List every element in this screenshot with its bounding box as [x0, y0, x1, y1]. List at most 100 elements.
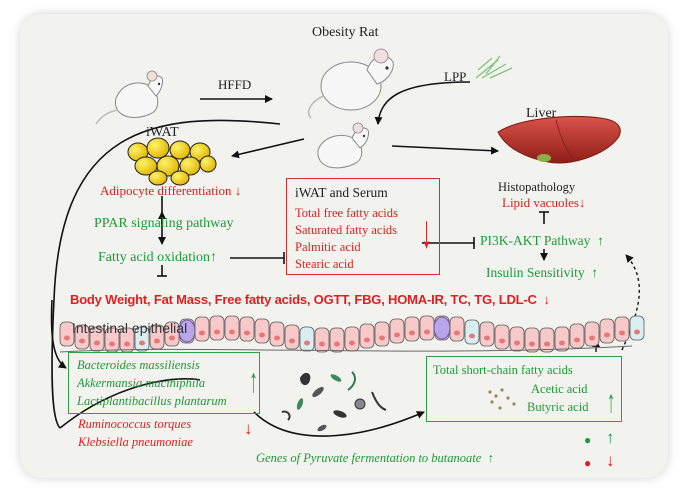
epithelial-cell [539, 327, 555, 353]
epithelial-cell [239, 316, 255, 342]
cell-nucleus [424, 329, 430, 335]
cell-nucleus [259, 332, 265, 338]
legend-red-dot-icon: ● [584, 456, 592, 470]
cell-nucleus [139, 340, 145, 346]
epithelial-cell [404, 316, 420, 342]
epithelial-cell [524, 327, 540, 353]
epithelial-cell [59, 321, 75, 347]
legend-green-dot-icon: ● [584, 433, 592, 447]
scfa-molecules-icon [488, 388, 516, 410]
up-arrow-icon: ↑ [607, 383, 615, 419]
epithelial-cell [599, 318, 615, 344]
cell-nucleus [499, 338, 505, 344]
rat-icon-small [95, 70, 163, 125]
epithelial-cell [314, 327, 330, 353]
bacteria-down-item: Klebsiella pneumoniae [78, 435, 193, 449]
down-arrow-icon: ↓ [578, 195, 586, 210]
cell-nucleus [409, 330, 415, 336]
cell-nucleus [244, 330, 250, 336]
up-arrow-icon: ↑ [591, 265, 599, 280]
cell-nucleus [289, 338, 295, 344]
cell-nucleus [394, 332, 400, 338]
label-intestinal-epithelial: Intestinal epithelial [72, 320, 188, 336]
scfa-title: Total short-chain fatty acids [433, 363, 573, 377]
epithelial-cell [584, 321, 600, 347]
legend-up-arrow-icon: ↑ [606, 428, 615, 447]
epithelial-cell [449, 316, 465, 342]
label-fatty-acid-oxidation: Fatty acid oxidation↑ [98, 250, 217, 265]
cell-nucleus [109, 341, 115, 347]
cell-nucleus [484, 335, 490, 341]
epithelial-cell [464, 319, 480, 345]
label-histopathology: Histopathology [498, 180, 576, 194]
label-lipid-vacuoles: Lipid vacuoles↓ [502, 195, 586, 210]
serum-box: iWAT and Serum Total free fatty acids Sa… [286, 178, 440, 275]
cell-nucleus [469, 333, 475, 339]
label-liver: Liver [526, 106, 557, 121]
up-arrow-icon: ↑ [487, 451, 494, 465]
cell-nucleus [364, 337, 370, 343]
rat-icon-obese [307, 48, 394, 119]
epithelial-cell [509, 326, 525, 352]
epithelial-cell [614, 316, 630, 342]
down-arrow-icon: ↓ [543, 292, 551, 307]
bacteria-increase-box: Bacteroides massiliensis Akkermansia muc… [68, 352, 260, 414]
cell-nucleus [124, 341, 130, 347]
epithelial-cell [569, 323, 585, 349]
cell-nucleus [559, 340, 565, 346]
metrics-line: Body Weight, Fat Mass, Free fatty acids,… [70, 292, 551, 307]
epithelial-cell [494, 324, 510, 350]
title-obesity-rat: Obesity Rat [312, 25, 379, 40]
cell-nucleus [619, 330, 625, 336]
bacteria-down-item: Ruminococcus torques [78, 417, 192, 431]
epithelial-cell [629, 315, 645, 341]
epithelial-cell [374, 321, 390, 347]
epithelial-cell [89, 326, 105, 352]
cell-nucleus [349, 340, 355, 346]
bacteria-cluster-icon [281, 371, 387, 432]
epithelial-cell [74, 324, 90, 350]
cell-nucleus [199, 330, 205, 336]
rat-icon-treated [317, 122, 369, 169]
pathway-arrows [50, 81, 549, 437]
scfa-item: Acetic acid [531, 382, 588, 396]
cell-nucleus [634, 329, 640, 335]
cell-nucleus [454, 330, 460, 336]
liver-icon [497, 116, 621, 164]
serum-item: Palmitic acid [295, 240, 361, 254]
epithelial-cell [254, 318, 270, 344]
epithelial-cell [209, 315, 225, 341]
epithelial-cell [329, 327, 345, 353]
fat-cluster-icon [127, 137, 217, 186]
epithelial-cell [134, 326, 150, 352]
serum-item: Saturated fatty acids [295, 223, 398, 237]
cell-nucleus [274, 335, 280, 341]
label-lpp: LPP [444, 69, 467, 84]
up-arrow-icon: ↑ [209, 250, 217, 265]
label-hffd: HFFD [218, 77, 252, 92]
down-arrow-icon: ↓ [420, 206, 433, 257]
cell-nucleus [589, 335, 595, 341]
cell-nucleus [319, 341, 325, 347]
cell-nucleus [514, 340, 520, 346]
epithelial-cell [419, 315, 435, 341]
down-arrow-icon: ↓ [244, 419, 253, 438]
cell-nucleus [544, 341, 550, 347]
cell-nucleus [169, 335, 175, 341]
label-pi3k-akt: PI3K-AKT Pathway ↑ [480, 233, 604, 248]
epithelial-cell [554, 326, 570, 352]
cell-nucleus [214, 329, 220, 335]
label-insulin-sensitivity: Insulin Sensitivity ↑ [486, 265, 599, 280]
scfa-box: Total short-chain fatty acids Acetic aci… [426, 356, 622, 422]
epithelial-cell [224, 315, 240, 341]
label-iwat: iWAT [146, 125, 179, 140]
cell-nucleus [94, 340, 100, 346]
cell-nucleus [379, 335, 385, 341]
epithelial-cell [299, 326, 315, 352]
epithelial-cell [344, 326, 360, 352]
cell-nucleus [229, 329, 235, 335]
label-genes-butanoate: Genes of Pyruvate fermentation to butano… [256, 451, 494, 465]
cell-nucleus [574, 337, 580, 343]
cell-nucleus [604, 332, 610, 338]
